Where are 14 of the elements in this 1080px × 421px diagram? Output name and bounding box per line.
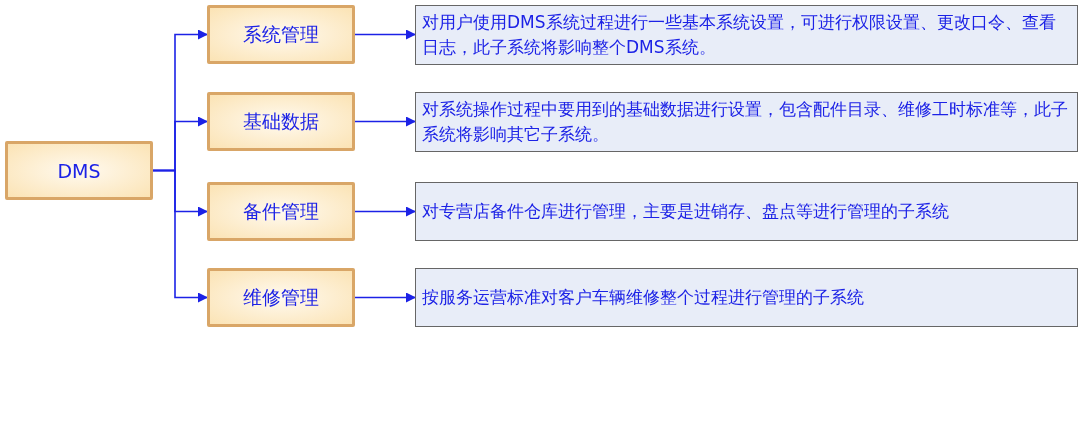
description-box: 按服务运营标准对客户车辆维修整个过程进行管理的子系统 xyxy=(415,268,1078,327)
description-box: 对用户使用DMS系统过程进行一些基本系统设置，可进行权限设置、更改口令、查看日志，此子系统将影响整个DMS系统。 xyxy=(415,5,1078,65)
arrow xyxy=(354,292,416,303)
module-box: 备件管理 xyxy=(207,182,355,241)
module-box: 系统管理 xyxy=(207,5,355,64)
arrow xyxy=(354,116,416,127)
arrow xyxy=(354,29,416,40)
arrow xyxy=(354,206,416,217)
description-box: 对系统操作过程中要用到的基础数据进行设置，包含配件目录、维修工时标准等，此子系统将影响其它子系统。 xyxy=(415,92,1078,152)
arrow xyxy=(152,169,208,303)
description-box: 对专营店备件仓库进行管理，主要是进销存、盘点等进行管理的子系统 xyxy=(415,182,1078,241)
module-box: 维修管理 xyxy=(207,268,355,327)
module-box: DMS xyxy=(5,141,153,200)
module-box: 基础数据 xyxy=(207,92,355,151)
